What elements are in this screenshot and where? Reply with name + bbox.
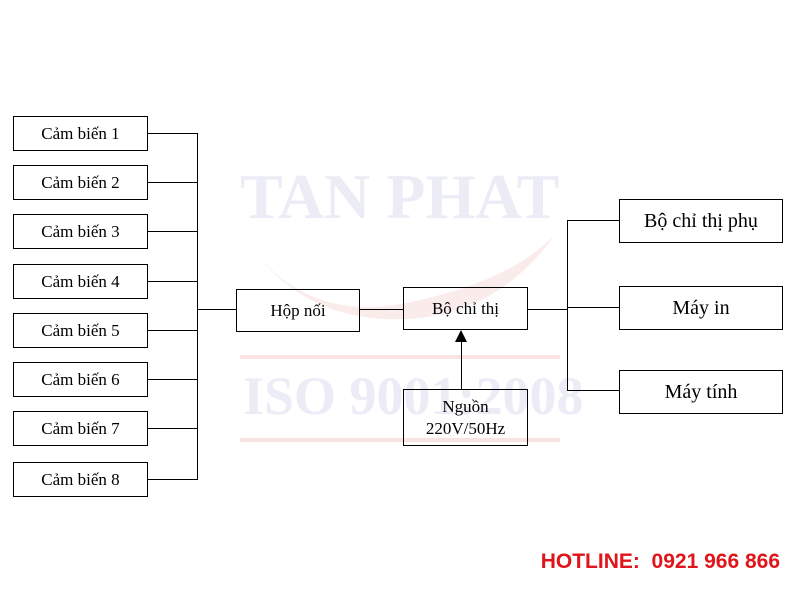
sub-indicator-box: Bộ chỉ thị phụ	[619, 199, 783, 243]
sensor-box-8: Cảm biến 8	[13, 462, 148, 497]
junction-to-indicator-line	[360, 309, 403, 310]
sensor-box-6: Cảm biến 6	[13, 362, 148, 397]
watermark-company: TAN PHAT	[240, 161, 560, 232]
sensor-8-connector	[148, 479, 197, 480]
printer-box: Máy in	[619, 286, 783, 330]
sensor-box-1: Cảm biến 1	[13, 116, 148, 151]
watermark-divider-bottom	[240, 438, 560, 442]
sensor-box-2: Cảm biến 2	[13, 165, 148, 200]
sensor-box-7: Cảm biến 7	[13, 411, 148, 446]
power-supply-box: Nguồn 220V/50Hz	[403, 389, 528, 446]
watermark-iso: ISO 9001:2008	[243, 366, 584, 426]
sensor-7-connector	[148, 428, 197, 429]
watermark-divider	[240, 355, 560, 359]
junction-box: Hộp nối	[236, 289, 360, 332]
hotline-label: HOTLINE:	[540, 550, 640, 573]
sensor-1-connector	[148, 133, 197, 134]
sensor-4-connector	[148, 281, 197, 282]
branch-to-computer	[567, 390, 619, 391]
sensor-bus-line	[197, 133, 198, 480]
sensor-box-5: Cảm biến 5	[13, 313, 148, 348]
branch-to-sub-indicator	[567, 220, 619, 221]
indicator-to-branch-line	[528, 309, 568, 310]
arrow-up-icon	[455, 330, 467, 342]
sensor-5-connector	[148, 330, 197, 331]
sensor-6-connector	[148, 379, 197, 380]
power-arrow-line	[461, 340, 462, 389]
hotline-number: 0921 966 866	[651, 550, 780, 573]
indicator-box: Bộ chỉ thị	[403, 287, 528, 330]
sensor-box-3: Cảm biến 3	[13, 214, 148, 249]
branch-to-printer	[567, 307, 619, 308]
hotline: HOTLINE: 0921 966 866	[541, 550, 780, 574]
sensor-3-connector	[148, 231, 197, 232]
sensor-2-connector	[148, 182, 197, 183]
sensor-box-4: Cảm biến 4	[13, 264, 148, 299]
output-branch-vertical	[567, 220, 568, 390]
computer-box: Máy tính	[619, 370, 783, 414]
bus-to-junction-line	[197, 309, 236, 310]
